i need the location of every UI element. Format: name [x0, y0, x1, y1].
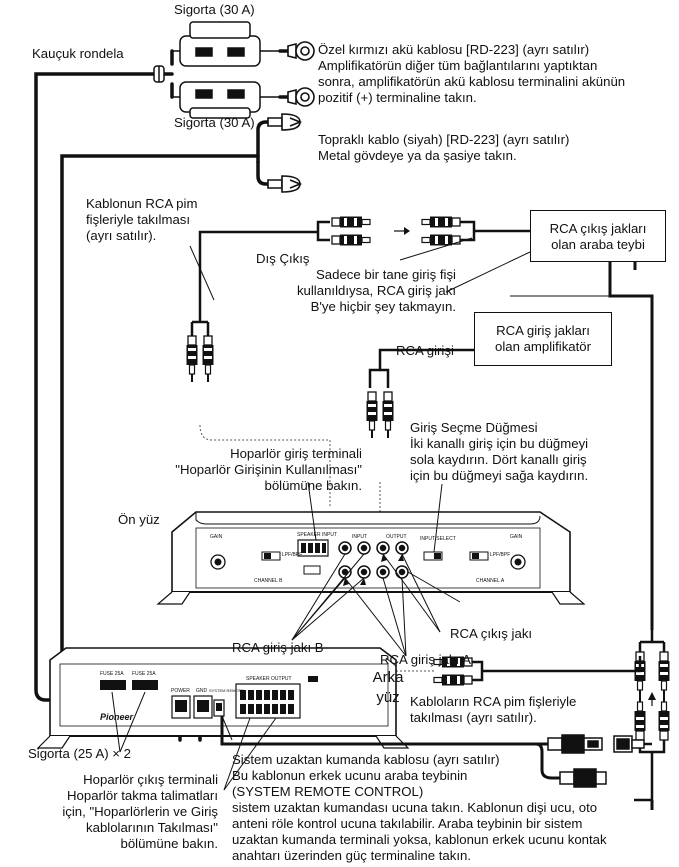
label-remote-cable: Sistem uzaktan kumanda kablosu (ayrı sat… — [232, 752, 607, 863]
head-unit-box: RCA çıkış jakları olan araba teybi — [530, 210, 666, 262]
panel-fuse-1: FUSE 25A — [100, 671, 124, 677]
label-rca-input: RCA girişi — [396, 343, 454, 358]
label-speaker-output: Hoparlör çıkış terminali Hoparlör takma … — [62, 772, 218, 851]
amplifier-rear-face — [36, 647, 410, 749]
amplifier-box: RCA giriş jakları olan amplifikatör — [474, 312, 612, 366]
label-rca-out: RCA çıkış jakı — [450, 626, 533, 641]
label-rca-plug-top: Kablonun RCA pim fişleriyle takılması (a… — [86, 196, 198, 243]
panel-power: POWER — [171, 688, 190, 694]
label-ground-cable: Topraklı kablo (siyah) [RD-223] (ayrı sa… — [318, 132, 570, 163]
panel-lpf-left: LPF/BPF — [282, 552, 303, 558]
label-single-plug-note: Sadece bir tane giriş fişi kullanıldıysa… — [296, 267, 456, 314]
label-battery-cable: Özel kırmızı akü kablosu [RD-223] (ayrı … — [318, 42, 626, 105]
panel-input-select: INPUT SELECT — [420, 536, 456, 542]
label-fuse-bottom: Sigorta (30 A) — [174, 115, 255, 130]
label-speaker-input: Hoparlör giriş terminali "Hoparlör Giriş… — [175, 446, 362, 493]
panel-system-remote: SYSTEM REMOTE — [209, 688, 244, 693]
ring-terminals — [287, 41, 315, 107]
panel-input: INPUT — [352, 534, 367, 540]
label-input-selector: Giriş Seçme Düğmesi İki kanallı giriş iç… — [410, 420, 589, 483]
fuse-holder-bottom — [172, 81, 280, 119]
panel-speaker-input: SPEAKER INPUT — [297, 532, 338, 538]
fuse-holder-top — [172, 21, 280, 67]
panel-fuse-2: FUSE 25A — [132, 671, 156, 677]
panel-speaker-output: SPEAKER OUTPUT — [246, 676, 292, 682]
label-grommet: Kauçuk rondela — [32, 46, 124, 61]
panel-ground: GND — [196, 688, 208, 694]
panel-lpf-right: LPF/BPF — [490, 552, 511, 558]
panel-output: OUTPUT — [386, 534, 407, 540]
label-rca-in-b: RCA giriş jakı B — [232, 640, 324, 655]
label-fuse-top: Sigorta (30 A) — [174, 2, 255, 17]
panel-channel-a: CHANNEL A — [476, 578, 505, 584]
panel-brand: Pioneer — [100, 712, 134, 722]
rubber-grommet — [153, 65, 165, 83]
label-rca-plug-bottom: Kabloların RCA pim fişleriyle takılması … — [410, 694, 577, 725]
panel-gain-right: GAIN — [510, 534, 523, 540]
remote-connectors — [547, 734, 652, 788]
ground-spade-terminals — [267, 113, 303, 193]
label-external-output: Dış Çıkış — [256, 251, 310, 266]
panel-channel-b: CHANNEL B — [254, 578, 283, 584]
label-rear-face: Arka yüz — [372, 669, 404, 706]
label-front-face: Ön yüz — [118, 512, 160, 527]
amplifier-front-face — [156, 511, 586, 605]
panel-gain-left: GAIN — [210, 534, 223, 540]
label-rca-in-a: RCA giriş jakı A — [380, 652, 471, 667]
label-fuse-25: Sigorta (25 A) × 2 — [28, 746, 131, 761]
